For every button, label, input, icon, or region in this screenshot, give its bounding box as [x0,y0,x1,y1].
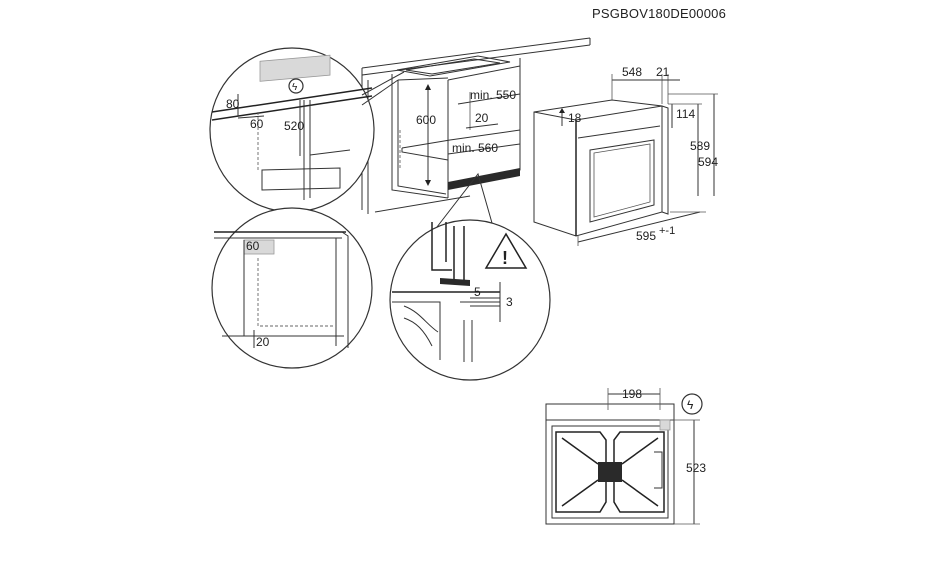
cabinet-depth-label: min. 560 [452,141,498,155]
cabinet-width-label: min. 550 [470,88,516,102]
gap-upper-label: 5 [474,285,481,299]
back-view: ϟ 198 523 [545,387,706,525]
drawing-code: PSGBOV180DE00006 [592,6,727,21]
detail-gap: ! 5 3 [389,172,551,381]
oven-width-tolerance: +-1 [659,225,675,237]
back-height-label: 523 [686,461,706,475]
oven-width-label: 595 [636,229,656,243]
cabinet-drawing: 600 min. 550 20 min. 560 [361,37,591,214]
back-lightning-bolt-icon: ϟ [687,398,694,412]
gap-lower-label: 3 [506,295,513,309]
detail-corner: 60 20 [211,207,373,369]
corner-bottom-label: 20 [256,335,270,349]
svg-text:!: ! [502,248,508,268]
corner-side-label: 60 [246,239,260,253]
back-width-label: 198 [622,387,642,401]
warning-triangle-icon [484,232,528,269]
oven-top-offset-left-label: 18 [568,111,582,125]
detail-side-offset-label: 60 [250,117,264,131]
oven-height-outer-label: 594 [698,155,718,169]
detail-top-offset-label: 80 [226,97,240,111]
oven-drawing: 548 21 18 114 589 594 595 +-1 [533,65,718,246]
oven-depth-label: 548 [622,65,642,79]
oven-front-label: 21 [656,65,670,79]
cabinet-gap-label: 20 [475,111,489,125]
lightning-bolt-icon: ϟ [292,82,298,93]
oven-top-offset-right-label: 114 [676,107,695,121]
cabinet-height-label: 600 [416,113,436,127]
detail-electrical: ϟ 80 60 520 [209,47,405,213]
detail-height-label: 520 [284,119,304,133]
oven-height-inner-label: 589 [690,139,710,153]
